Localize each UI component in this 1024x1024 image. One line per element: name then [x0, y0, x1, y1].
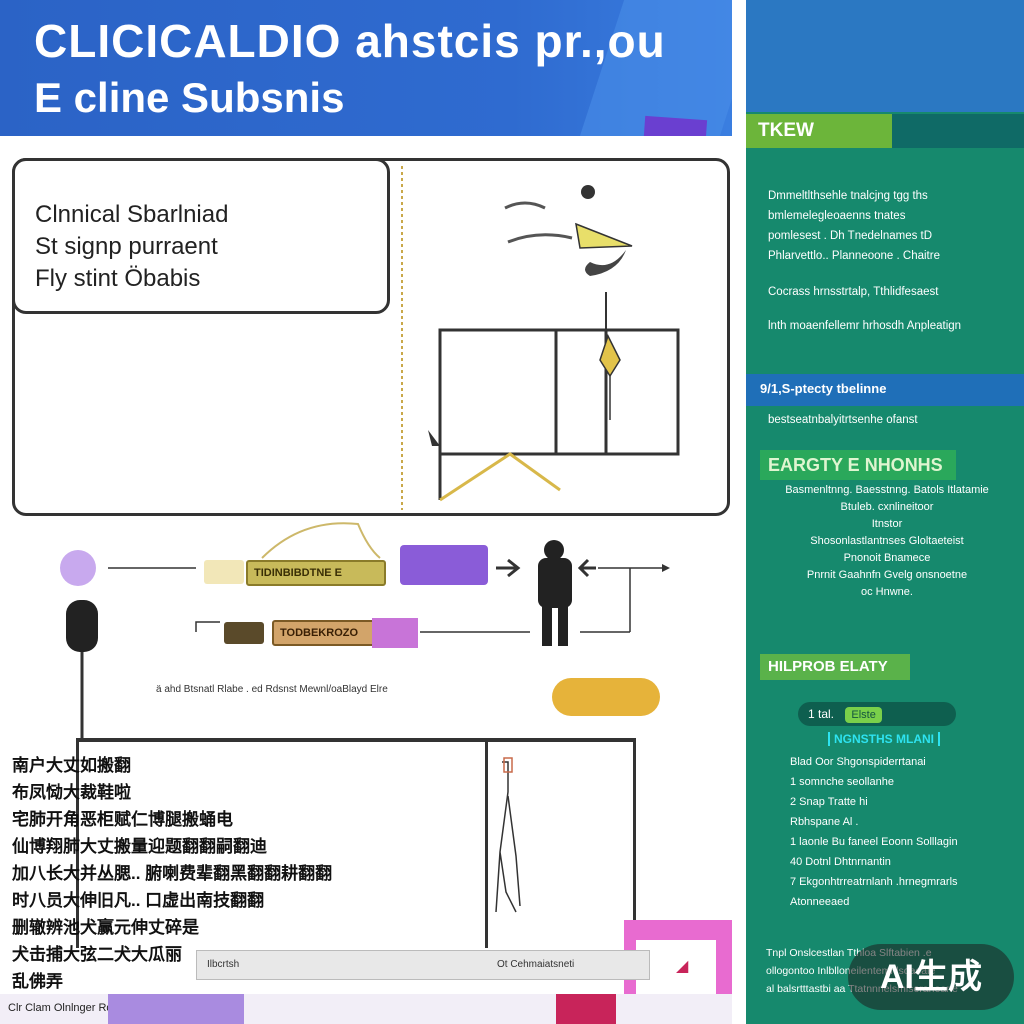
list-item: Pnrnit Gaahnfn Gvelg onsnoetne: [806, 569, 968, 581]
bottom-frame-divider: [485, 742, 488, 948]
right-sidebar: TKEW Dmmeltlthsehle tnalcjng tgg ths bml…: [746, 0, 1024, 1024]
schematic-diagram: [60, 166, 680, 738]
sidebar-tag-accent: [892, 114, 1024, 148]
list-item: 加八长大并丛腮.. 腑喇费辈翻黑翻翻耕翻翻: [12, 864, 333, 883]
bottom-frame: [76, 738, 636, 948]
flow-label-chip-a: TIDINBIBDTNE E: [246, 560, 386, 586]
list-item: 1 somnche seollanhe: [790, 776, 894, 788]
sidebar-text: Dmmeltlthsehle tnalcjng tgg ths: [768, 190, 928, 202]
pink-tile-mark: ◢: [676, 958, 689, 975]
sidebar-paragraph-4: bestseatnbalyitrtsenhe ofanst: [768, 410, 918, 430]
list-item: 删辙辨池犬赢元伸丈碎是: [12, 918, 199, 937]
figure-icon: [504, 185, 633, 330]
sidebar-paragraph-1: Dmmeltlthsehle tnalcjng tgg ths bmlemele…: [768, 186, 940, 266]
arrow-left-icon: [577, 558, 596, 578]
sidebar-text: Cocrass hrnsstrtalp, Tthlidfesaest: [768, 286, 939, 298]
sidebar-heading-2: HILPROB ELATY: [760, 654, 910, 680]
ai-generated-watermark: AI生成: [848, 944, 1014, 1010]
list-item: 宅肺开角恶柜赋仁博腿搬蛹电: [12, 810, 233, 829]
toolbar-left-text: Ilbcrtsh: [207, 959, 240, 970]
sidebar-text: pomlesest . Dh Tnedelnames tD: [768, 230, 933, 242]
sidebar-tag: TKEW: [746, 114, 892, 148]
banner-title-line1: CLICICALDIO ahstcis pr.,ou: [34, 15, 666, 67]
bottom-toolbar[interactable]: Ilbcrtsh Ot Cehmaiatsneti: [196, 950, 650, 980]
sidebar-pill-chip: Elste: [845, 707, 882, 723]
list-item: 南户大丈如搬翻: [12, 756, 131, 775]
flow-block-purple: [400, 545, 488, 585]
card-line-1: Clnnical Sbarlniad: [35, 201, 229, 228]
flow-block-pink: [372, 618, 418, 648]
list-item: 乱佛弄: [12, 972, 63, 991]
sidebar-paragraph-2: Cocrass hrnsstrtalp, Tthlidfesaest: [768, 282, 938, 302]
card-line-3: Fly stint Öbabis: [35, 265, 201, 292]
list-item: 7 Ekgonhtrreatrnlanh .hrnegmrarls: [790, 876, 958, 888]
sidebar-strip: 9/1,S-ptecty tbelinne: [746, 374, 1024, 406]
footer-row: Clr Clam Olnlnger Rd Sn lan: [0, 994, 732, 1024]
text-list: 南户大丈如搬翻 布凤恸大裁鞋啦 宅肺开角恶柜赋仁博腿搬蛹电 仙博翔肺大丈搬量迎题…: [12, 752, 332, 995]
list-item: 40 Dotnl Dhtnrnantin: [790, 856, 891, 868]
header-banner: CLICICALDIO ahstcis pr.,ou E cline Subsn…: [0, 0, 732, 136]
list-item: Basmenltnng. Baesstnng. Batols Itlatamie: [785, 484, 989, 496]
sidebar-text: bmlemelegleoaenns tnates: [768, 210, 906, 222]
list-item: Pnonoit Bnamece: [843, 552, 931, 564]
card-line-2: St signp purraent: [35, 233, 218, 260]
arrow-right-icon: [496, 558, 521, 578]
footer-seg-purple: [108, 994, 244, 1024]
sidebar-pill-prefix: 1 tal.: [808, 707, 835, 721]
list-item: Atonneeaed: [790, 896, 850, 908]
list-item: 1 laonle Bu faneel Eoonn Solllagin: [790, 836, 958, 848]
list-item: 仙博翔肺大丈搬量迎题翻翻嗣翻迪: [12, 837, 267, 856]
sidebar-heading-1: EARGTY E NHONHS: [760, 450, 956, 480]
list-item: Blad Oor Shgonspiderrtanai: [790, 756, 926, 768]
standing-figure-sketch: [495, 757, 521, 913]
sidebar-text: bestseatnbalyitrtsenhe ofanst: [768, 414, 918, 426]
list-item: 2 Snap Tratte hi: [790, 796, 868, 808]
sidebar-topbar: [746, 0, 1024, 112]
list-item: Itnstor: [871, 518, 903, 530]
flow-label-chip-b: TODBEKROZO: [272, 620, 376, 646]
figure-icon-dark: [538, 540, 572, 646]
list-item: 布凤恸大裁鞋啦: [12, 783, 131, 802]
sidebar-strip-label: 9/1,S-ptecty tbelinne: [760, 381, 887, 396]
summary-card: Clnnical Sbarlniad St signp purraent Fly…: [12, 158, 390, 314]
sidebar-cyan-label: NGNSTHS MLANI: [828, 732, 940, 746]
footer-seg-red: [556, 994, 616, 1024]
person-icon: [60, 550, 98, 738]
banner-title-line2: E cline Subsnis: [34, 74, 345, 121]
list-item: Rbhspane Al .: [790, 816, 859, 828]
pen-nib-icon: [599, 334, 621, 420]
list-item: 时八员大伸旧凡.. 口虚出南技翻翻: [12, 891, 265, 910]
list-item: 犬击捕大弦二犬大瓜丽: [12, 945, 182, 964]
sidebar-text: lnth moaenfellemr hrhosdh Anpleatign: [768, 320, 962, 332]
toolbar-right-text: Ot Cehmaiatsneti: [497, 959, 575, 970]
list-item: Btuleb. cxnlineitoor: [840, 501, 934, 513]
sidebar-pill[interactable]: 1 tal. Elste: [798, 702, 956, 726]
list-item: Shosonlastlantnses Gloltaeteist: [810, 535, 964, 547]
sidebar-text: Phlarvettlo.. Planneoone . Chaitre: [768, 250, 940, 262]
sidebar-list-2: Blad Oor Shgonspiderrtanai 1 somnche seo…: [790, 752, 958, 912]
sidebar-list-1: Basmenltnng. Baesstnng. Batols Itlatamie…: [762, 482, 1012, 601]
flow-caption: ä ahd Btsnatl Rlabe . ed Rdsnst Mewnl/oa…: [156, 684, 388, 695]
gold-badge: [552, 678, 660, 716]
list-item: oc Hnwne.: [861, 586, 913, 598]
sidebar-paragraph-3: lnth moaenfellemr hrhosdh Anpleatign: [768, 316, 961, 336]
